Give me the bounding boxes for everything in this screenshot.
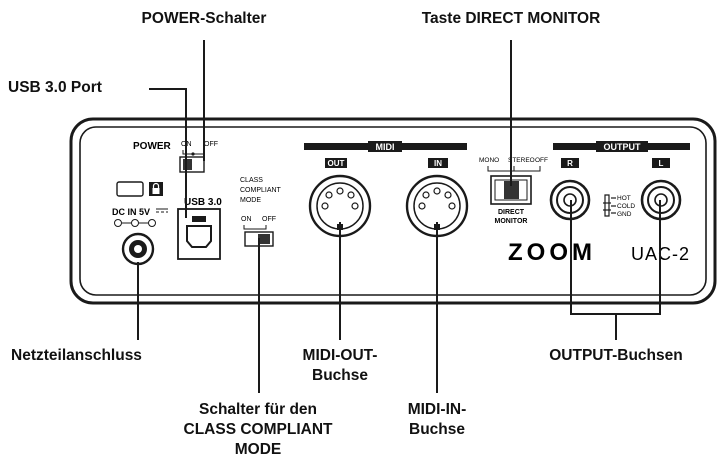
class-label-2: COMPLIANT xyxy=(240,187,282,194)
class-position-marks xyxy=(243,225,267,230)
dc-polarity-icon xyxy=(114,208,168,227)
midi-in-jack[interactable] xyxy=(405,174,469,238)
trs-gnd: GND xyxy=(617,211,632,218)
callout-midi-out-line-2: Buchse xyxy=(312,367,368,384)
class-off-label: OFF xyxy=(262,216,276,223)
midi-header-knockout xyxy=(368,141,402,152)
output-header-knockout xyxy=(596,141,648,152)
midi-out-tag xyxy=(325,158,347,168)
panel-inner xyxy=(79,126,707,296)
callout-class-compliant: Schalter für den CLASS COMPLIANT MODE xyxy=(160,400,356,460)
midi-header: MIDI xyxy=(376,142,395,152)
midi-out-tag-text: OUT xyxy=(328,159,345,168)
lock-icon-shackle xyxy=(152,182,160,188)
callout-class-line-3: MODE xyxy=(234,441,282,458)
trs-hot: HOT xyxy=(617,195,631,202)
output-header: OUTPUT xyxy=(604,142,642,152)
power-label: POWER xyxy=(133,141,172,152)
callout-midi-in-line-1: MIDI-IN- xyxy=(407,401,467,418)
leader-lines xyxy=(137,40,661,393)
usb-port-connector xyxy=(186,225,212,248)
output-l-tag xyxy=(652,158,670,168)
output-r-tag-text: R xyxy=(567,159,573,168)
callout-direct-monitor: Taste DIRECT MONITOR xyxy=(421,10,601,27)
trs-cold: COLD xyxy=(617,203,635,210)
callout-usb-port: USB 3.0 Port xyxy=(8,79,102,96)
callout-midi-out: MIDI-OUT- Buchse xyxy=(283,346,397,386)
midi-in-tag-text: IN xyxy=(434,159,442,168)
trs-plug-icon xyxy=(603,194,616,217)
panel-outer xyxy=(69,117,717,305)
security-slot xyxy=(116,181,144,197)
dc-jack-pin xyxy=(134,245,142,253)
dm-position-marks xyxy=(487,166,541,172)
usb-label: USB 3.0 xyxy=(184,197,222,208)
dm-off-label: OFF xyxy=(535,157,548,164)
leader-output xyxy=(570,200,661,340)
output-r-tag xyxy=(561,158,579,168)
dc-label: DC IN 5V xyxy=(112,207,150,217)
callout-output: OUTPUT-Buchsen xyxy=(549,347,683,364)
dm-mono-label: MONO xyxy=(479,157,499,164)
power-switch-knob xyxy=(183,159,192,170)
power-position-dot xyxy=(191,152,195,156)
callout-midi-in: MIDI-IN- Buchse xyxy=(384,400,490,440)
dm-label-2: MONITOR xyxy=(495,218,528,225)
brand-logo: ZOOM xyxy=(508,239,596,266)
callout-midi-out-line-1: MIDI-OUT- xyxy=(302,347,378,364)
dm-switch-knob xyxy=(504,181,519,199)
callout-power-switch: POWER-Schalter xyxy=(141,10,267,27)
lock-icon-body xyxy=(152,188,160,194)
midi-in-tag xyxy=(428,158,448,168)
leader-usb xyxy=(149,88,187,218)
callout-midi-in-line-2: Buchse xyxy=(409,421,465,438)
class-switch-knob xyxy=(258,234,270,244)
class-on-label: ON xyxy=(241,216,252,223)
output-l-tag-text: L xyxy=(659,159,664,168)
class-label-1: CLASS xyxy=(240,177,263,184)
dm-label-1: DIRECT xyxy=(498,209,525,216)
dm-stereo-label: STEREO xyxy=(508,157,535,164)
usb-port-tongue xyxy=(192,216,206,222)
callout-class-line-1: Schalter für den xyxy=(199,401,317,418)
power-off-label: OFF xyxy=(204,141,218,148)
callout-class-line-2: CLASS COMPLIANT xyxy=(183,421,333,438)
callout-dc-jack: Netzteilanschluss xyxy=(11,347,142,364)
class-label-3: MODE xyxy=(240,197,261,204)
